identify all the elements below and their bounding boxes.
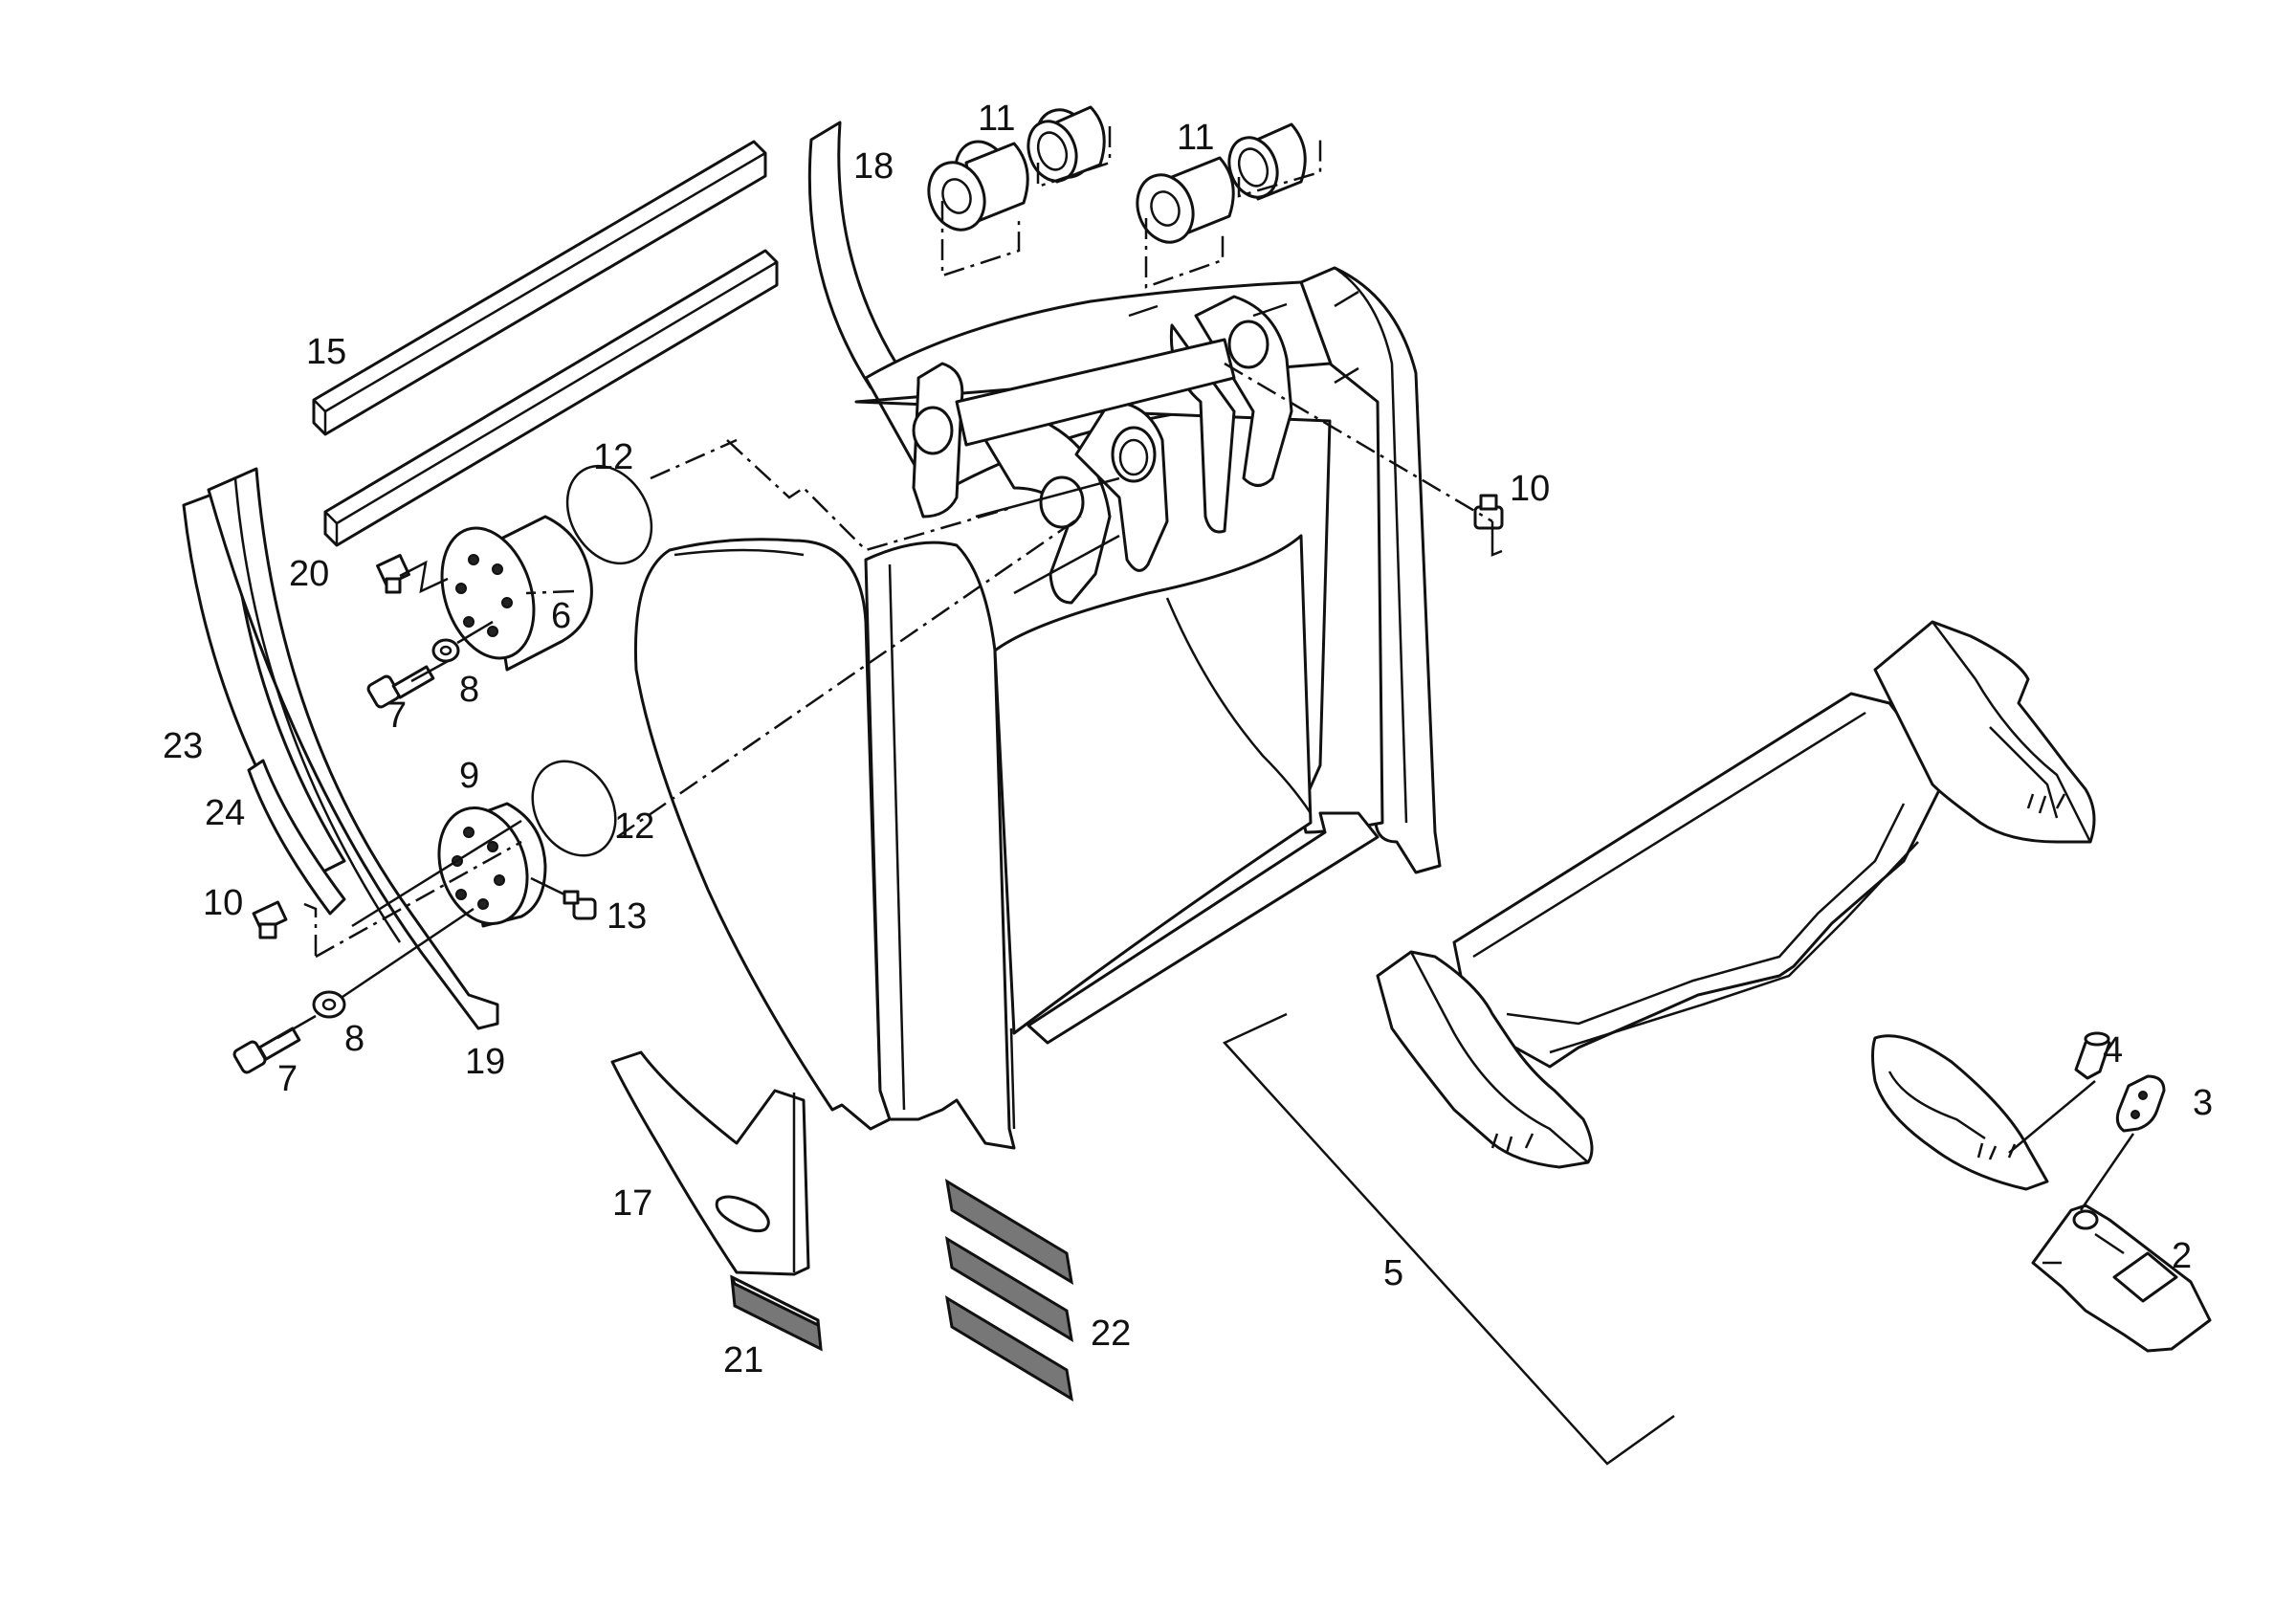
callout-18: 18 — [853, 146, 894, 187]
callout-24: 24 — [205, 793, 245, 833]
gusset-plate-17 — [610, 1050, 810, 1276]
grease-nipple-10-left — [252, 900, 288, 939]
pin-alignment-lines — [303, 362, 1503, 959]
callout-7-lower: 7 — [277, 1059, 298, 1099]
callout-15: 15 — [306, 332, 346, 372]
pin-4 — [2074, 1031, 2111, 1080]
bucket-body — [633, 266, 1442, 1150]
callout-12-lower: 12 — [614, 806, 654, 847]
wear-pads-22 — [944, 1179, 1074, 1402]
callout-21: 21 — [723, 1340, 763, 1380]
wear-pad-21 — [730, 1274, 823, 1352]
callout-6: 6 — [551, 596, 571, 636]
wear-strips-15 — [312, 140, 779, 547]
callout-5: 5 — [1383, 1253, 1403, 1293]
callout-9: 9 — [459, 756, 479, 796]
callout-11-left: 11 — [978, 99, 1015, 139]
callout-12-upper: 12 — [593, 437, 633, 477]
tooth-adapter-2 — [2031, 1203, 2212, 1353]
callout-19: 19 — [465, 1042, 505, 1082]
callout-7-upper: 7 — [386, 696, 407, 736]
callout-10-left: 10 — [203, 883, 243, 923]
tooth-tip — [1871, 1034, 2049, 1191]
cutting-edge-assembly-5 — [1222, 620, 2096, 1466]
grease-nipple-20 — [376, 554, 410, 594]
callout-2: 2 — [2172, 1236, 2192, 1276]
callout-3: 3 — [2193, 1083, 2213, 1123]
washer-8-upper — [431, 638, 460, 663]
plug-13 — [563, 890, 597, 920]
callout-11-right: 11 — [1177, 118, 1214, 158]
lock-3 — [2115, 1074, 2166, 1133]
o-rings-12 — [531, 464, 653, 857]
callout-10-right: 10 — [1510, 469, 1550, 509]
lock-pin-leaders — [2008, 1080, 2135, 1211]
bushing-alignment-lines — [940, 124, 1322, 289]
callout-17: 17 — [612, 1183, 652, 1224]
washer-8-lower — [312, 990, 346, 1019]
callout-8-lower: 8 — [344, 1019, 364, 1059]
grease-nipple-10-right — [1473, 494, 1504, 530]
cap-plate-9 — [437, 802, 547, 928]
hardware-leader-lines — [276, 560, 565, 1040]
callout-23: 23 — [163, 726, 203, 766]
callout-4: 4 — [2103, 1030, 2123, 1071]
callout-13: 13 — [607, 896, 647, 937]
side-edges-23-24-19 — [182, 467, 499, 1030]
bushings-11-left — [927, 105, 1106, 232]
cap-assembly-6 — [440, 515, 593, 672]
bushings-11-right — [1136, 122, 1307, 244]
callout-20: 20 — [289, 554, 329, 594]
bolt-7-lower — [232, 1027, 301, 1074]
callout-8-upper: 8 — [459, 670, 479, 710]
callout-labels: 2 3 4 5 6 7 7 8 8 9 10 10 11 11 12 12 13… — [163, 99, 2213, 1380]
callout-22: 22 — [1091, 1314, 1131, 1354]
